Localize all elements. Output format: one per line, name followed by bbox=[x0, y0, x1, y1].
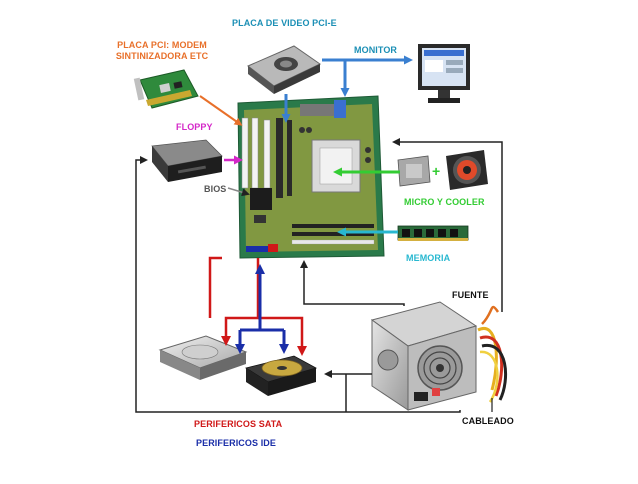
cables-image bbox=[477, 305, 507, 403]
label-monitor: MONITOR bbox=[354, 45, 398, 55]
arrow-sata-optical bbox=[258, 316, 307, 356]
arrow-bios bbox=[227, 187, 250, 197]
label-cables: CABLEADO bbox=[462, 416, 514, 426]
floppy-drive-image bbox=[151, 139, 223, 182]
arrow-sata-hdd bbox=[221, 258, 260, 346]
arrow-psu-board bbox=[300, 260, 405, 306]
plus-sign-icon: + bbox=[432, 163, 440, 179]
power-supply-image bbox=[370, 301, 478, 411]
arrow-pci-board bbox=[199, 95, 243, 126]
label-ide-peripherals: PERIFERICOS IDE bbox=[196, 438, 277, 448]
memory-image bbox=[397, 225, 469, 241]
label-sata-peripherals: PERIFERICOS SATA bbox=[194, 419, 283, 429]
label-bios: BIOS bbox=[204, 184, 227, 194]
video-card-image bbox=[247, 45, 321, 94]
pci-card-image bbox=[133, 69, 199, 109]
label-pci-card: PLACA PCI: MODEM SINTINIZADORA ETC bbox=[115, 40, 209, 61]
monitor-image bbox=[418, 44, 470, 103]
motherboard bbox=[237, 95, 385, 259]
arrow-psu-cpu-power bbox=[392, 138, 503, 312]
cpu-image bbox=[397, 155, 431, 187]
label-cpu-cooler: MICRO Y COOLER bbox=[404, 197, 485, 207]
cooler-image bbox=[446, 150, 488, 190]
label-power-supply: FUENTE bbox=[452, 290, 489, 300]
label-video-card: PLACA DE VIDEO PCI-E bbox=[232, 18, 337, 28]
label-memory: MEMORIA bbox=[406, 253, 451, 263]
label-floppy: FLOPPY bbox=[176, 122, 213, 132]
optical-drive-image bbox=[244, 355, 318, 396]
line-sata-branch bbox=[208, 256, 222, 318]
hard-disk-image bbox=[158, 335, 248, 380]
arrow-psu-floppy bbox=[135, 156, 461, 413]
